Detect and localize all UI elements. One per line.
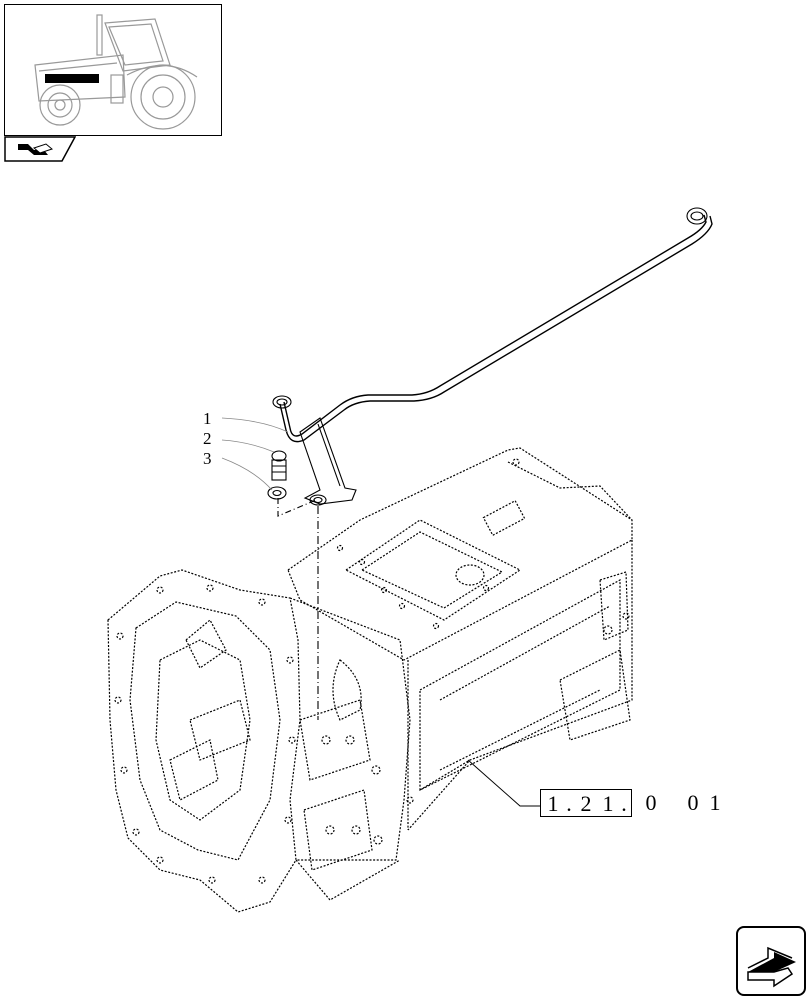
ref-char: 0 [645,790,657,815]
washer [267,486,287,500]
housing [107,447,633,913]
oil-pipe [272,207,713,443]
tractor-thumbnail-frame [4,4,222,136]
ref-char: 1 [602,791,614,816]
callout-2: 2 [203,429,212,448]
ref-char: 2 [580,791,592,816]
callout-1: 1 [203,409,212,428]
ref-char: 0 [687,790,699,815]
bolt [271,450,287,481]
ref-char: 1 [709,790,721,815]
tractor-thumbnail-icon [34,14,198,130]
next-page-button[interactable] [736,926,806,996]
ref-char: 1 [547,791,559,816]
ref-char: . [566,791,572,816]
callout-3: 3 [203,449,212,468]
next-page-arrow-icon [747,946,796,988]
section-tab-icon [4,136,76,162]
pipe-bracket [299,417,357,506]
ref-char: . [621,791,627,816]
highlight-bar [45,74,99,83]
